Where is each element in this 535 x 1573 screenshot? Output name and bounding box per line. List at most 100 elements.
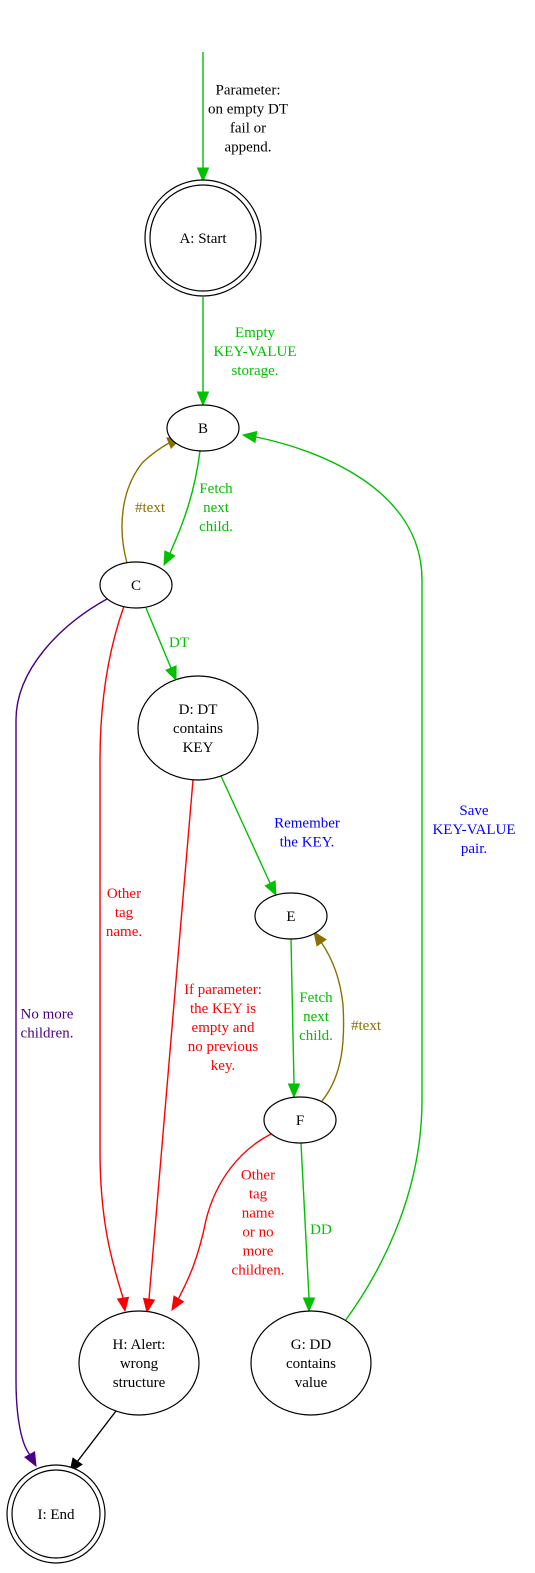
edge-label-line: more (243, 1244, 274, 1260)
node-A: A: Start (144, 179, 262, 297)
edges-layer (15, 52, 423, 1474)
edge-label-line: Fetch (199, 481, 233, 497)
edge-label-line: #text (351, 1018, 382, 1034)
node-label-line: value (295, 1375, 328, 1391)
edge-line-C-D (145, 607, 173, 670)
node-label-line: B (198, 421, 208, 437)
node-label-line: H: Alert: (113, 1337, 166, 1353)
edge-label-line: or no (242, 1225, 273, 1241)
arrowhead-G-B (241, 430, 258, 444)
edge-line-D-H (148, 779, 194, 1301)
edge-label-line: Parameter: (216, 83, 281, 99)
arrowhead-entry (196, 167, 210, 183)
arrowhead-A-B (196, 391, 210, 407)
arrowhead-D-E (264, 880, 277, 897)
edge-label-F-G: DD (310, 1222, 332, 1238)
node-outline-E (254, 892, 328, 940)
edge-label-line: #text (135, 500, 166, 516)
edge-F-E (313, 930, 345, 1102)
edge-label-line: If parameter: (184, 982, 262, 998)
node-outline-F (263, 1096, 337, 1144)
edge-C-I (15, 598, 108, 1468)
arrowhead-F-G (302, 1297, 316, 1313)
edge-C-H (99, 605, 130, 1313)
edge-line-F-G (300, 1142, 310, 1300)
edge-label-line: key. (211, 1058, 235, 1074)
edge-line-F-E (319, 940, 345, 1102)
node-label-C: C (131, 578, 141, 594)
edge-label-line: children. (232, 1263, 285, 1279)
edge-label-line: DT (169, 635, 189, 651)
node-label-line: KEY (183, 740, 214, 756)
edge-line-F-H (176, 1133, 272, 1302)
edge-label-line: KEY-VALUE (213, 344, 296, 360)
edge-G-B (241, 430, 423, 1322)
node-outline-G (250, 1310, 372, 1416)
edge-label-line: append. (224, 140, 271, 156)
node-label-line: contains (286, 1356, 336, 1372)
edge-D-E (220, 775, 277, 897)
node-label-line: C (131, 578, 141, 594)
node-inner-outline-A (149, 184, 257, 292)
edge-label-line: Remember (274, 816, 340, 832)
node-label-line: F (296, 1113, 304, 1129)
edge-label-C-D: DT (169, 635, 189, 651)
edge-label-line: Fetch (299, 990, 333, 1006)
node-label-E: E (286, 909, 295, 925)
node-label-F: F (296, 1113, 304, 1129)
node-B: B (166, 404, 240, 452)
node-label-G: G: DD contains value (286, 1337, 336, 1391)
node-C: C (99, 561, 173, 609)
arrowhead-B-C (163, 550, 176, 567)
edge-C-D (145, 607, 177, 682)
node-H: H: Alert: wrong structure (78, 1310, 200, 1416)
edge-D-H (142, 779, 194, 1314)
node-label-line: I: End (37, 1507, 75, 1523)
node-E: E (254, 892, 328, 940)
node-label-I: I: End (37, 1507, 75, 1523)
edge-label-line: tag (115, 905, 134, 921)
edge-H-I (69, 1410, 117, 1474)
node-label-line: wrong (120, 1356, 159, 1372)
edge-label-line: on empty DT (208, 102, 288, 118)
edge-A-B (196, 297, 210, 407)
node-G: G: DD contains value (250, 1310, 372, 1416)
edge-F-G (300, 1142, 316, 1313)
edge-label-line: child. (199, 519, 233, 535)
edge-F-H (171, 1133, 272, 1312)
edge-label-line: next (303, 1009, 330, 1025)
node-label-A: A: Start (179, 231, 227, 247)
edge-label-line: Other (107, 886, 141, 902)
edge-labels-layer: Parameter: on empty DT fail or append. Empty… (21, 83, 516, 1279)
node-label-line: D: DT (179, 702, 218, 718)
arrowhead-F-H (171, 1295, 185, 1312)
edge-line-C-B (121, 441, 171, 564)
node-inner-outline-I (11, 1469, 101, 1559)
node-label-line: E (286, 909, 295, 925)
edge-line-E-F (290, 938, 295, 1086)
edge-label-line: Other (241, 1168, 275, 1184)
node-label-line: G: DD (291, 1337, 332, 1353)
edge-label-line: empty and (192, 1020, 255, 1036)
node-label-line: structure (113, 1375, 166, 1391)
edge-label-line: storage. (231, 363, 278, 379)
node-label-H: H: Alert: wrong structure (113, 1337, 166, 1391)
edge-line-C-H (99, 605, 125, 1300)
edge-label-line: no previous (188, 1039, 259, 1055)
edge-label-line: No more (21, 1007, 74, 1023)
edge-label-line: Empty (235, 325, 275, 341)
node-label-B: B (198, 421, 208, 437)
edge-line-H-I (75, 1410, 117, 1464)
edge-label-line: DD (310, 1222, 332, 1238)
edge-entry (196, 52, 210, 183)
edge-label-line: KEY-VALUE (432, 822, 515, 838)
edge-label-line: fail or (230, 121, 266, 137)
edge-label-line: children. (21, 1026, 74, 1042)
